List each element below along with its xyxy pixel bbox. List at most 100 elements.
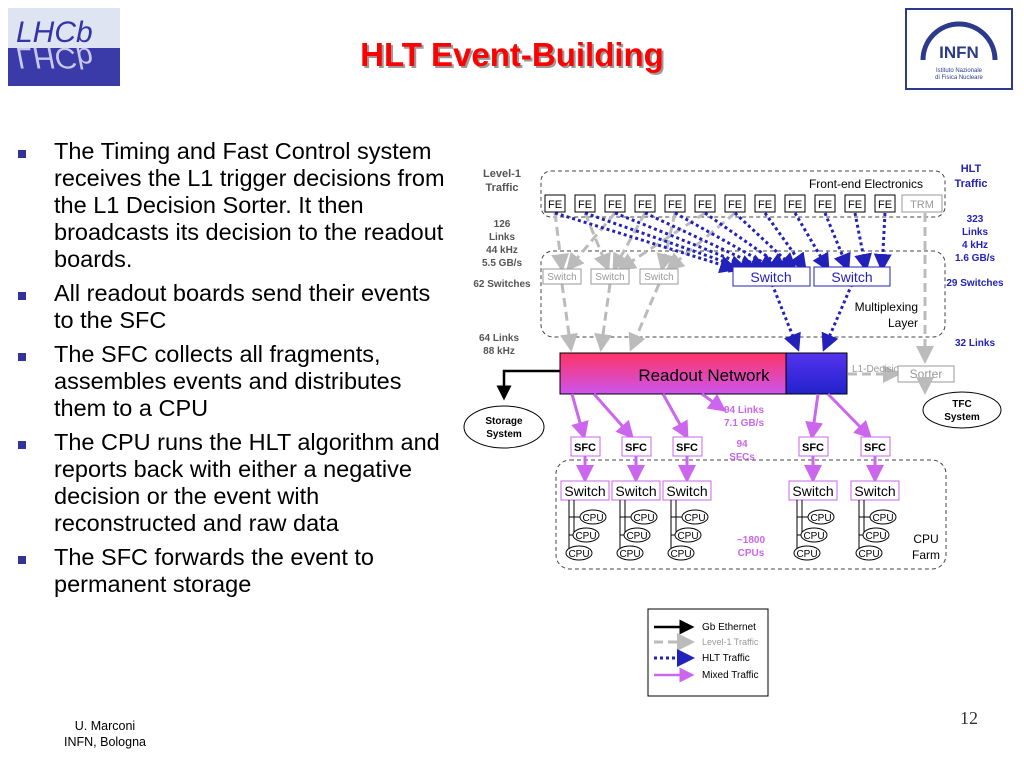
hlt-traffic-label: Traffic [954,178,987,190]
switch-label: Switch [547,272,576,283]
tfc-label: System [944,412,980,423]
links323-label: Links [962,227,989,238]
slide-title: HLT Event-Building [360,36,664,73]
fe-label: FE [848,199,862,211]
cpu-farm-box [555,459,947,570]
readout-network-label: Readout Network [638,366,770,385]
fe-box [634,194,656,213]
sfcs94-label: 94 [736,439,748,450]
trm-box [901,194,943,213]
cpu-node [579,509,607,525]
sfc-label: SFC [802,442,824,454]
cpus1800-label: ~1800 [737,535,766,546]
switches29-label: 29 Switches [946,278,1004,289]
footer-author: U. Marconi [74,719,136,733]
bullet-item: The SFC collects all fragments, assemble… [16,341,456,422]
sorter-label: Sorter [910,367,943,381]
bullet-text: The Timing and Fast Control system recei… [54,138,445,272]
switch-label: Switch [615,483,656,499]
svg-text:di Fisica Nucleare: di Fisica Nucleare [935,75,983,81]
cpu-node [793,545,821,561]
fe-label: FE [878,199,892,211]
bullet-marker-icon [18,150,26,158]
switch-label: Switch [831,269,872,285]
legend-label: HLT Traffic [702,653,750,664]
svg-text:LHCb: LHCb [16,16,93,49]
fe-box [874,194,896,213]
page-number: 12 [960,708,978,728]
legend: Gb Ethernet Level-1 Traffic HLT Traffic … [647,608,769,697]
front-end-box [540,170,946,218]
links94-label: 94 Links [724,405,764,416]
bullet-text: The CPU runs the HLT algorithm and repor… [54,429,440,536]
footer: U. Marconi INFN, Bologna [40,718,170,750]
fe-label: FE [818,199,832,211]
farm-switch-box [560,480,610,501]
cpu-label: CPU [626,531,647,542]
switch-label: Switch [644,272,673,283]
svg-text:Istituto Nazionale: Istituto Nazionale [936,68,983,74]
fe-box [574,194,596,213]
sfc-label: SFC [574,442,596,454]
bullet-marker-icon [18,556,26,564]
cpu-label: CPU [677,531,698,542]
bullet-list: The Timing and Fast Control system recei… [16,138,456,605]
hlt-traffic-label: HLT [961,163,982,175]
readout-network-hlt-part [785,352,848,395]
bullet-marker-icon [18,441,26,449]
cpu-label: CPU [858,549,879,560]
fe-box [844,194,866,213]
fe-label: FE [548,199,562,211]
switch-label: Switch [564,483,605,499]
bullet-text: The SFC forwards the event to permanent … [54,544,375,597]
switch-label: Switch [595,272,624,283]
multiplexing-label: Multiplexing [855,300,918,314]
links126-label: 44 kHz [486,245,518,256]
fe-label: FE [698,199,712,211]
level1-traffic-label: Level-1 [483,168,521,180]
bullet-text: The SFC collects all fragments, assemble… [54,341,402,421]
cpu-label: CPU [803,531,824,542]
fe-box [784,194,806,213]
fe-box [694,194,716,213]
tfc-system [922,391,1002,429]
sfc-label: SFC [864,442,886,454]
sfcs94-label: SFCs [729,452,755,463]
fe-box [724,194,746,213]
cpu-node [800,527,828,543]
fe-box [754,194,776,213]
cpu-cluster: CPU CPU CPU [667,500,709,561]
cpu-label: CPU [670,549,691,560]
links126-label: Links [489,232,516,243]
cpu-label: CPU [872,513,893,524]
links126-label: 126 [494,219,511,230]
l1-switch-box [639,268,679,285]
fe-label: FE [788,199,802,211]
bullet-item: The CPU runs the HLT algorithm and repor… [16,429,456,537]
bullet-item: All readout boards send their events to … [16,280,456,334]
multiplexing-box [540,250,946,338]
cpu-label: CPU [865,531,886,542]
cpu-cluster: CPU CPU CPU [855,500,897,561]
l1-switch-box [590,268,630,285]
fe-label: FE [608,199,622,211]
cpu-node [630,509,658,525]
switch-label: Switch [854,483,895,499]
cpus1800-label: CPUs [738,548,765,559]
cpu-label: CPU [684,513,705,524]
fe-label: FE [578,199,592,211]
links64-label: 64 Links [479,333,519,344]
multiplexing-label: Layer [888,316,918,330]
hlt-switch-box [813,266,891,287]
fe-label: FE [758,199,772,211]
legend-label: Gb Ethernet [702,622,756,633]
cpu-label: CPU [575,531,596,542]
cpu-node [862,527,890,543]
cpu-node [572,527,600,543]
tfc-label: TFC [952,399,971,410]
infn-logo: INFN Istituto Nazionale di Fisica Nuclea… [905,8,1013,90]
cpu-node [674,527,702,543]
cpu-label: CPU [810,513,831,524]
cpu-node [807,509,835,525]
cpu-node [869,509,897,525]
